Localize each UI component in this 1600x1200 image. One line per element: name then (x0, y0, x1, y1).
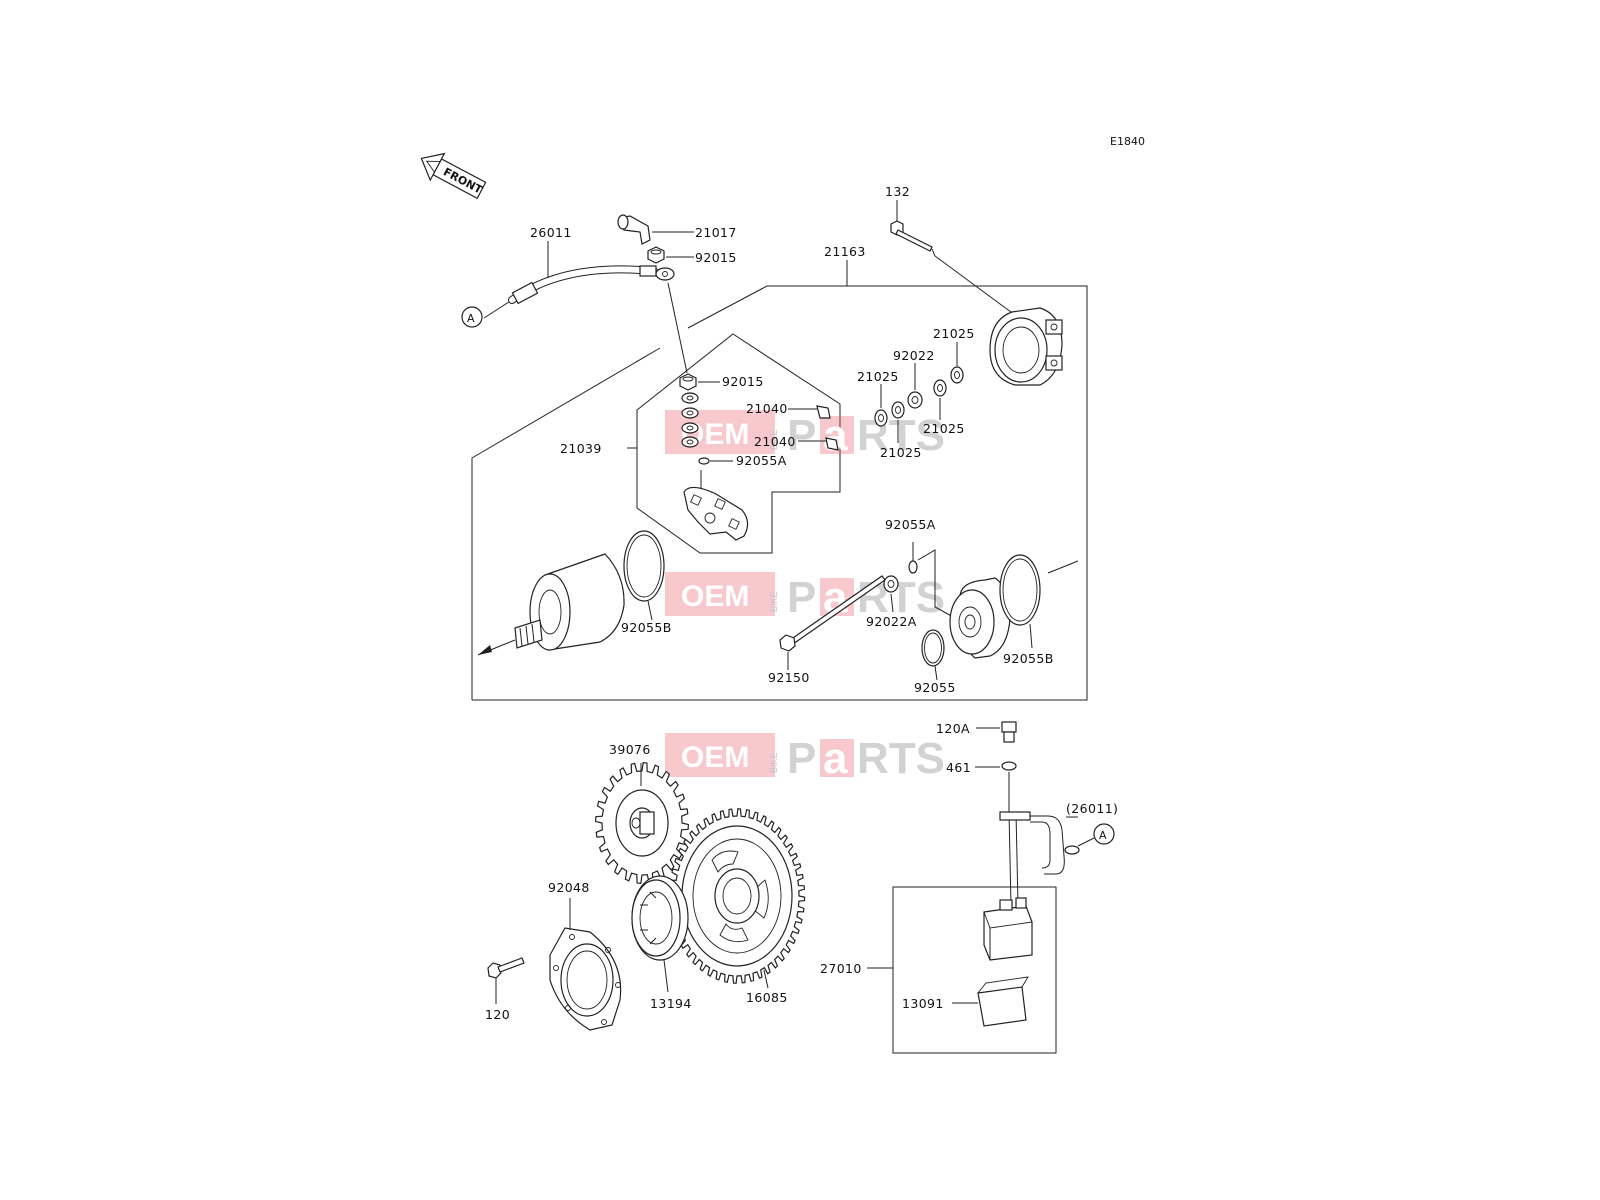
clutch-coupling (549, 898, 622, 1031)
shim-21025-d (950, 342, 964, 384)
svg-text:A: A (467, 312, 475, 325)
svg-text:RTS: RTS (857, 734, 945, 783)
label-92055b-left: 92055B (621, 620, 672, 635)
diagram-code: E1840 (1110, 135, 1145, 148)
shim-21025-c (933, 379, 947, 420)
rear-cover (949, 560, 1079, 659)
front-cover (989, 307, 1063, 386)
bolt-120a (976, 721, 1017, 743)
terminal-cap (617, 214, 694, 245)
label-21040-lower: 21040 (754, 434, 796, 449)
label-120a: 120A (936, 721, 970, 736)
brush-plate-outline (636, 333, 841, 554)
label-92055b-right: 92055B (1003, 651, 1054, 666)
watermark-3: OEM BIKE P a RTS (665, 733, 945, 783)
svg-text:RTS: RTS (857, 573, 945, 622)
label-92055a-lower: 92055A (885, 517, 936, 532)
relay-cover-13091 (952, 976, 1029, 1027)
svg-text:A: A (1099, 829, 1107, 842)
brush-holder (683, 486, 749, 541)
label-21025-bottom: 21025 (880, 445, 922, 460)
shim-21025-a (874, 384, 888, 427)
motor-yoke (477, 553, 625, 656)
label-21039: 21039 (560, 441, 602, 456)
relay-lead (999, 772, 1031, 906)
label-26011: 26011 (530, 225, 572, 240)
label-27010: 27010 (820, 961, 862, 976)
watermark-2: OEM BIKE P a RTS (665, 572, 945, 622)
starter-relay (983, 897, 1033, 961)
bolt-132 (890, 200, 1016, 316)
label-26011-ref: (26011) (1066, 801, 1118, 816)
starter-cable (483, 241, 675, 319)
starter-assembly-outline (471, 260, 1088, 701)
o-ring-92055a-upper (698, 457, 733, 465)
label-461: 461 (946, 760, 971, 775)
label-92048: 92048 (548, 880, 590, 895)
relay-cable (1030, 815, 1095, 875)
svg-text:BIKE: BIKE (769, 752, 779, 773)
o-ring-92055a-lower (908, 542, 956, 619)
nut-92015-lower (679, 373, 720, 391)
label-16085: 16085 (746, 990, 788, 1005)
connector-ref-a-top: A (461, 306, 483, 328)
front-arrow-icon: FRONT (420, 152, 487, 200)
washer-92022a (883, 575, 899, 613)
svg-text:OEM: OEM (681, 741, 749, 774)
svg-text:BIKE: BIKE (769, 591, 779, 612)
shim-21025-b (891, 401, 905, 443)
label-21017: 21017 (695, 225, 737, 240)
label-120: 120 (485, 1007, 510, 1022)
washer-92022 (907, 363, 923, 409)
label-92022a: 92022A (866, 614, 917, 629)
label-92015-lower: 92015 (722, 374, 764, 389)
o-ring-92055 (921, 629, 945, 681)
label-21040-upper: 21040 (746, 401, 788, 416)
svg-text:RTS: RTS (857, 411, 945, 460)
brush-21040-lower (798, 437, 839, 451)
svg-text:P: P (787, 573, 816, 622)
relay-box (867, 886, 1057, 1054)
svg-text:BIKE: BIKE (769, 429, 779, 450)
label-21025-top: 21025 (933, 326, 975, 341)
idle-gear (594, 762, 690, 884)
label-92015-upper: 92015 (695, 250, 737, 265)
one-way-clutch (631, 875, 689, 993)
bolt-120 (487, 957, 525, 1004)
svg-text:a: a (823, 411, 848, 460)
washer-461 (975, 761, 1017, 771)
label-39076: 39076 (609, 742, 651, 757)
insulator-washers (681, 392, 699, 448)
label-92055: 92055 (914, 680, 956, 695)
label-21025-right: 21025 (923, 421, 965, 436)
label-92022: 92022 (893, 348, 935, 363)
label-13091: 13091 (902, 996, 944, 1011)
label-21163: 21163 (824, 244, 866, 259)
starter-clutch-gear (668, 808, 806, 989)
label-92150: 92150 (768, 670, 810, 685)
connector-ref-a-bottom: A (1093, 823, 1115, 845)
brush-21040-upper (788, 405, 831, 419)
label-132: 132 (885, 184, 910, 199)
label-13194: 13194 (650, 996, 692, 1011)
svg-text:P: P (787, 411, 816, 460)
svg-text:a: a (823, 734, 848, 783)
label-21025-left: 21025 (857, 369, 899, 384)
nut-92015-upper (647, 246, 694, 264)
o-ring-92055b-right (999, 554, 1041, 649)
svg-text:P: P (787, 734, 816, 783)
label-92055a-upper: 92055A (736, 453, 787, 468)
svg-text:OEM: OEM (681, 580, 749, 613)
o-ring-92055b-left (623, 530, 665, 621)
